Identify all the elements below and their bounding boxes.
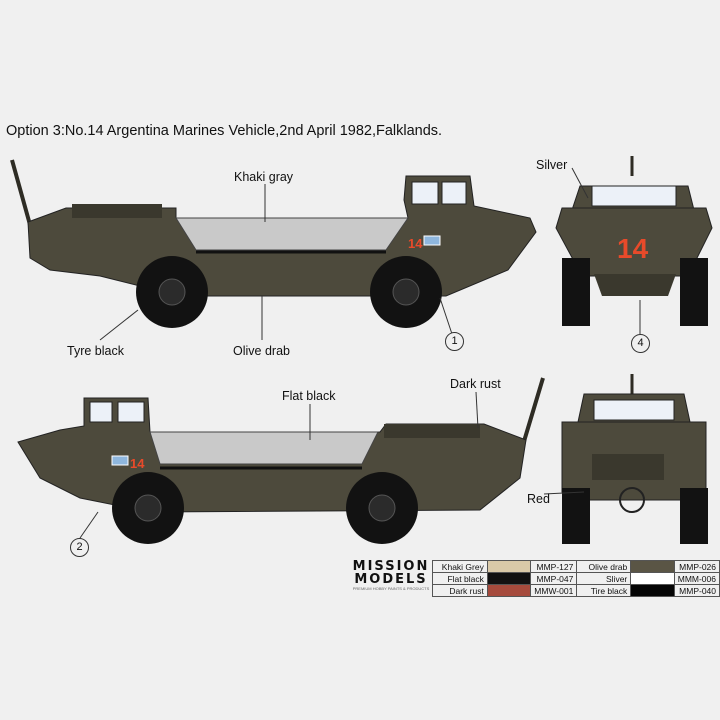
paint-code: MMP-127 (530, 560, 578, 573)
callout-red: Red (527, 492, 550, 506)
paint-row: Khaki Grey MMP-127 Olive drab MMP-026 (432, 560, 720, 573)
callout-olive-drab: Olive drab (233, 344, 290, 358)
view-number-1: 1 (445, 332, 464, 351)
engine-deck (72, 204, 162, 218)
cab-window (89, 401, 113, 423)
paint-name: Olive drab (576, 560, 632, 573)
front-view-bottom (561, 374, 708, 544)
paint-code: MMW-001 (530, 584, 578, 597)
paint-swatch (486, 572, 532, 585)
callout-dark-rust: Dark rust (450, 377, 501, 391)
front-windows (593, 399, 675, 421)
callout-tyre-black: Tyre black (67, 344, 124, 358)
side-number-marking: 14 (408, 236, 423, 251)
view-number-2: 2 (70, 538, 89, 557)
argentina-flag (423, 235, 441, 246)
front-tyre-right (680, 488, 708, 544)
paint-code: MMP-040 (673, 584, 720, 597)
callout-silver: Silver (536, 158, 568, 172)
paint-code: MMP-026 (673, 560, 720, 573)
side-number-marking: 14 (130, 456, 145, 471)
cab-window (117, 401, 145, 423)
paint-name: Flat black (432, 572, 488, 585)
rear-number-marking: 14 (617, 233, 649, 264)
rear-tyre-left (562, 258, 590, 326)
front-grille (592, 454, 664, 480)
rear-windows (591, 185, 677, 207)
cab-window (411, 181, 439, 205)
view-number-4: 4 (631, 334, 650, 353)
paint-row: Flat black MMP-047 Sliver MMM-006 (432, 572, 720, 585)
paint-row: Dark rust MMW-001 Tire black MMP-040 (432, 584, 720, 597)
paint-name: Khaki Grey (432, 560, 488, 573)
antenna-mast (520, 377, 545, 449)
mission-models-logo: MISSION MODELS PREMIUM HOBBY PAINTS & PR… (352, 559, 430, 591)
page-title: Option 3:No.14 Argentina Marines Vehicle… (6, 123, 443, 139)
callout-flat-black: Flat black (282, 389, 336, 403)
paint-swatch (486, 584, 532, 597)
front-tyre-left (562, 488, 590, 544)
paint-swatch (630, 560, 675, 573)
side-view-right: 14 (10, 159, 537, 328)
paint-name: Dark rust (432, 584, 488, 597)
cab-window (441, 181, 467, 205)
cargo-bay (175, 217, 409, 251)
paint-swatch (486, 560, 532, 573)
callout-khaki-gray: Khaki gray (234, 170, 294, 184)
paint-code: MMM-006 (673, 572, 720, 585)
paint-swatch (630, 572, 675, 585)
rear-view-top: 14 (555, 156, 713, 326)
paint-swatch (630, 584, 675, 597)
paint-name: Tire black (576, 584, 632, 597)
paint-name: Sliver (576, 572, 632, 585)
callout-leaders (79, 167, 641, 539)
rear-tyre-right (680, 258, 708, 326)
antenna-mast (10, 159, 34, 233)
engine-deck (384, 424, 480, 438)
paint-chart: Khaki Grey MMP-127 Olive drab MMP-026 Fl… (432, 560, 720, 597)
cargo-bay (149, 431, 379, 465)
argentina-flag (111, 455, 129, 466)
paint-code: MMP-047 (530, 572, 578, 585)
side-view-left: 14 (17, 377, 545, 544)
